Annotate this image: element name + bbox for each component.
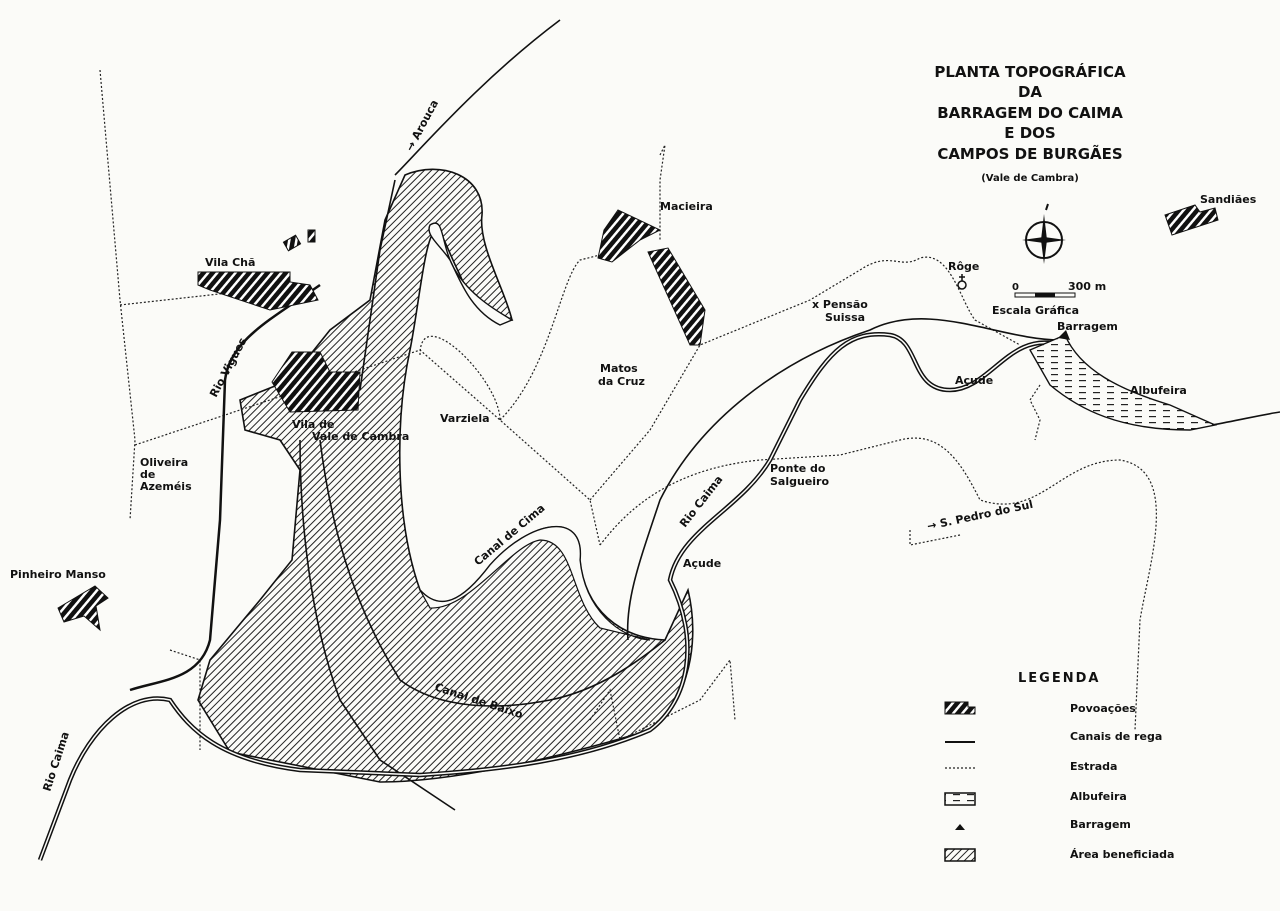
label-pinheiro-manso: Pinheiro Manso <box>10 568 106 581</box>
label-vale-de-cambra: Vale de Cambra <box>312 430 409 443</box>
label-rio-vigues: Rio Vigues <box>207 335 249 399</box>
label-barragem: Barragem <box>1057 320 1118 333</box>
label-varziela: Varziela <box>440 412 490 425</box>
label-suissa: Suissa <box>825 311 865 324</box>
town-macieira-2 <box>647 247 706 346</box>
label-oliveira: Oliveira <box>140 456 188 469</box>
scale-max: 300 m <box>1068 280 1106 293</box>
town-pinheiro-manso <box>57 585 109 632</box>
map-title: PLANTA TOPOGRÁFICA DA BARRAGEM DO CAIMA … <box>934 62 1126 184</box>
label-vila-de: Vila de <box>292 418 334 431</box>
legend-title: LEGENDA <box>1018 671 1100 686</box>
title-line-4: E DOS <box>1004 124 1055 142</box>
title-line-1: PLANTA TOPOGRÁFICA <box>934 62 1126 81</box>
river-upstream <box>1211 411 1280 426</box>
legend-label: Área beneficiada <box>1070 848 1174 861</box>
title-subtitle: (Vale de Cambra) <box>981 173 1079 184</box>
label-s-pedro-do-sul: → S. Pedro do Sul <box>926 498 1034 533</box>
label-salgueiro: Salgueiro <box>770 475 829 488</box>
label-macieira: Macieira <box>660 200 713 213</box>
legend-item-reservoir: Albufeira <box>944 790 1127 806</box>
legend-town-symbol <box>944 701 976 715</box>
label-matos: Matos <box>600 362 638 375</box>
reservoir-albufeira <box>1029 334 1218 431</box>
scale-zero: 0 <box>1012 282 1019 293</box>
dam-triangle <box>1058 330 1070 340</box>
compass-rose-icon <box>1022 203 1066 264</box>
rio-vigues <box>129 283 321 692</box>
label-albufeira: Albufeira <box>1130 384 1187 397</box>
label-acude-lower: Açude <box>683 557 721 570</box>
legend-label: Povoações <box>1070 702 1136 715</box>
legend-item-towns: Povoações <box>944 701 1136 715</box>
town-vila-cha-small-2 <box>307 229 316 243</box>
scale-label: Escala Gráfica <box>992 304 1079 317</box>
beneficiated-lobe <box>428 222 514 326</box>
town-vale-de-cambra <box>271 351 361 413</box>
title-line-3: BARRAGEM DO CAIMA <box>937 104 1123 122</box>
legend-area-symbol <box>944 848 976 862</box>
legend: LEGENDA Povoações Canais de rega Estrada… <box>944 671 1174 862</box>
town-vila-cha-small-1 <box>282 234 302 252</box>
label-rio-caima-east: Rio Caima <box>677 473 725 530</box>
legend-reservoir-symbol <box>944 792 976 806</box>
title-line-5: CAMPOS DE BURGÃES <box>937 144 1122 163</box>
legend-dam-symbol <box>955 824 965 830</box>
legend-item-area: Área beneficiada <box>944 848 1174 862</box>
label-sandiaes: Sandiães <box>1200 193 1257 206</box>
label-acude-upper: Açude <box>955 374 993 387</box>
label-vila-cha: Vila Chã <box>205 256 255 269</box>
rivers <box>37 283 1061 861</box>
town-vila-cha <box>197 271 319 311</box>
legend-label: Barragem <box>1070 818 1131 831</box>
town-macieira <box>597 209 662 263</box>
label-roge: Rôge <box>948 260 979 273</box>
label-da-cruz: da Cruz <box>598 375 645 388</box>
church-roge-icon <box>957 274 967 290</box>
legend-label: Estrada <box>1070 760 1117 773</box>
label-ponte: Ponte do <box>770 462 826 475</box>
label-pensao: x Pensão <box>812 298 868 311</box>
beneficiated-inner-gap <box>419 526 651 641</box>
legend-item-dam: Barragem <box>955 818 1131 831</box>
canals <box>299 19 1061 811</box>
title-line-2: DA <box>1018 83 1042 101</box>
legend-label: Albufeira <box>1070 790 1127 803</box>
label-arouca: → Arouca <box>403 98 441 154</box>
label-de: de <box>140 468 155 481</box>
scale-bar: 0 300 m Escala Gráfica <box>992 280 1106 317</box>
towns <box>57 204 1219 632</box>
legend-item-road: Estrada <box>945 760 1117 773</box>
town-sandiaes <box>1164 204 1219 236</box>
label-azemeis: Azeméis <box>140 480 192 493</box>
legend-label: Canais de rega <box>1070 730 1162 743</box>
legend-item-canals: Canais de rega <box>945 730 1162 743</box>
